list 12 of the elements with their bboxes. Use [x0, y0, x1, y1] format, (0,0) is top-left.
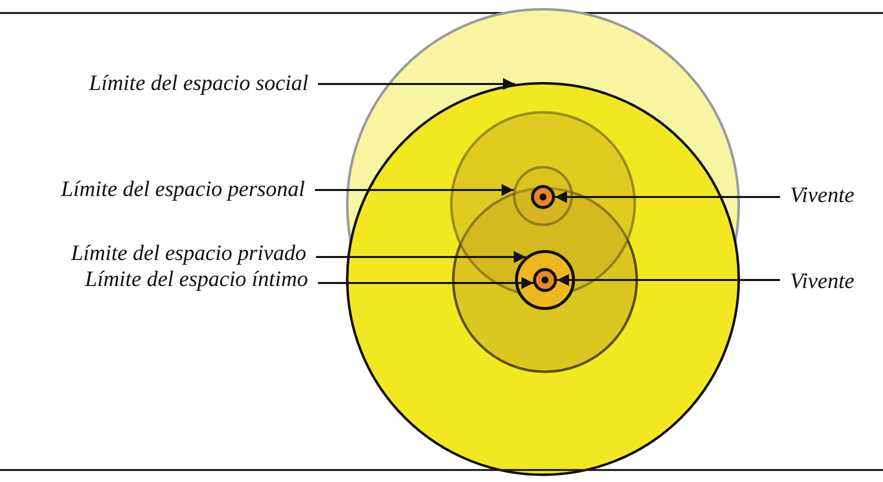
- boundary-label: Límite del espacio privado: [71, 240, 306, 266]
- leader-arrow: [318, 78, 515, 90]
- boundary-label: Límite del espacio personal: [61, 176, 305, 202]
- boundary-label: Límite del espacio íntimo: [85, 266, 308, 292]
- boundary-label: Vivente: [790, 182, 854, 208]
- leader-arrow: [318, 277, 534, 289]
- leader-arrow: [557, 274, 780, 286]
- leader-arrow: [316, 251, 526, 263]
- leader-arrow: [315, 184, 514, 196]
- boundary-label: Límite del espacio social: [89, 70, 308, 96]
- leader-arrow: [555, 191, 780, 203]
- boundary-label: Vivente: [790, 268, 854, 294]
